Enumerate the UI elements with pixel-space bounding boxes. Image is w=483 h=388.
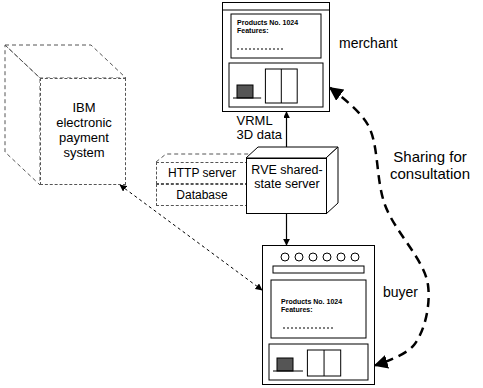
server-box: RVE shared-state server <box>246 158 327 214</box>
kiosk-illustration <box>263 246 376 386</box>
box-side-face <box>5 45 40 185</box>
node-heading: merchant <box>339 35 397 51</box>
node-text: Products No. 1024 Features: <box>237 19 317 35</box>
payment-system-box: IBM electronic payment system <box>40 78 126 185</box>
dashed-connector <box>120 185 262 290</box>
connector-label: Sharing for consultation <box>390 148 470 183</box>
box-top-face <box>246 147 338 158</box>
node-heading: buyer <box>383 284 418 300</box>
node-text: Database <box>159 189 245 203</box>
connector-label: VRML 3D data <box>237 114 284 144</box>
box-top-face <box>156 154 250 162</box>
node-text: HTTP server <box>159 167 245 181</box>
node-text: IBM electronic payment system <box>47 101 121 161</box>
buyer-kiosk: Products No. 1024 Features:buyer <box>262 245 375 385</box>
arrow-connector <box>286 112 287 147</box>
database-box: Database <box>156 184 248 206</box>
node-text: RVE shared-state server <box>250 163 324 192</box>
merchant-kiosk: Products No. 1024 Features:merchant <box>222 2 330 112</box>
arrow-connector <box>286 214 287 245</box>
node-text: Products No. 1024 Features: <box>281 298 361 314</box>
box-side-face <box>326 147 338 214</box>
http-server-box: HTTP server <box>156 162 248 184</box>
